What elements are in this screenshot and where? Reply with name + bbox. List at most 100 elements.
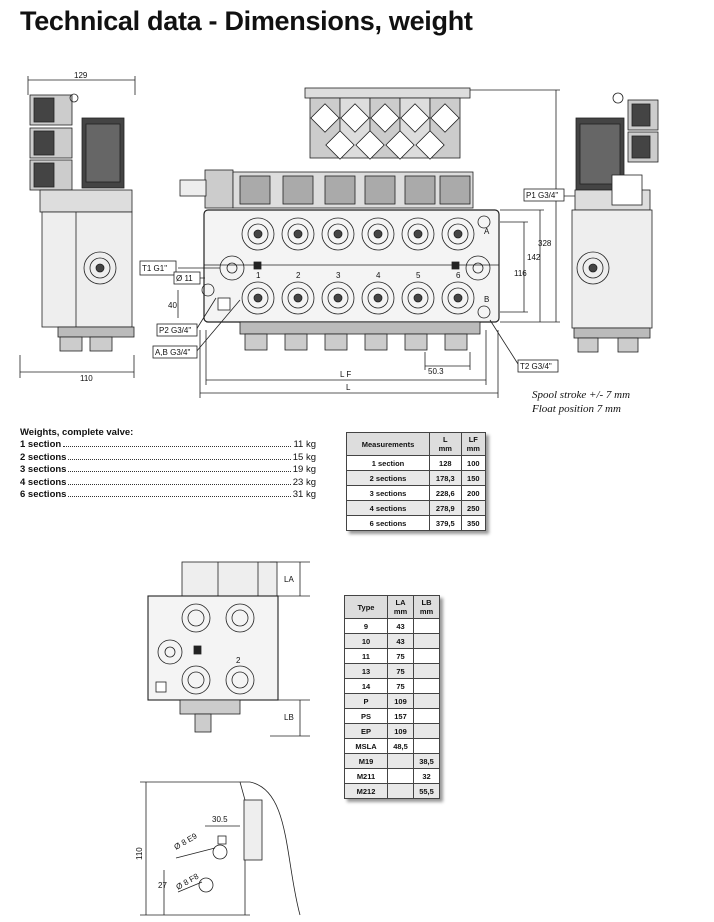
weight-label: 3 sections bbox=[20, 464, 67, 476]
table-cell: 9 bbox=[344, 618, 388, 634]
table-cell: 13 bbox=[344, 663, 388, 679]
table-cell: 43 bbox=[387, 633, 414, 649]
weight-value: 11 kg bbox=[293, 439, 316, 451]
dim-129: 129 bbox=[74, 71, 88, 80]
port-circle bbox=[361, 281, 395, 315]
port-circle bbox=[367, 223, 389, 245]
weight-value: 31 kg bbox=[292, 489, 316, 501]
page-title: Technical data - Dimensions, weight bbox=[20, 6, 473, 36]
table-cell: M211 bbox=[344, 768, 388, 784]
dim-l: L bbox=[346, 383, 351, 392]
weight-label: 1 section bbox=[20, 439, 62, 451]
port-circle bbox=[401, 281, 435, 315]
port-circle bbox=[241, 217, 275, 251]
port-circle bbox=[413, 229, 423, 239]
table-header: Measurements bbox=[346, 432, 430, 456]
table-cell bbox=[387, 783, 414, 799]
leader-dots bbox=[68, 496, 291, 498]
bottom-detail-view: 110 27 30.5 Ø 8 E9 Ø 8 F8 bbox=[135, 781, 301, 916]
label-f8: Ø 8 F8 bbox=[175, 871, 201, 891]
port-circle bbox=[253, 229, 263, 239]
dim-27: 27 bbox=[158, 881, 167, 890]
table-cell: 48,5 bbox=[387, 738, 414, 754]
section-number: 4 bbox=[376, 271, 381, 280]
table-cell: 55,5 bbox=[413, 783, 440, 799]
port-circle bbox=[321, 217, 355, 251]
port-circle bbox=[333, 293, 343, 303]
dim-40: 40 bbox=[168, 301, 177, 310]
port-circle bbox=[253, 293, 263, 303]
table-cell bbox=[413, 618, 440, 634]
port-circle bbox=[447, 223, 469, 245]
table-cell: 200 bbox=[460, 485, 487, 501]
table-cell bbox=[413, 648, 440, 664]
table-cell: 3 sections bbox=[346, 485, 430, 501]
header-text: mm bbox=[438, 444, 452, 453]
section-number: 3 bbox=[336, 271, 341, 280]
table-cell: 150 bbox=[460, 470, 487, 486]
table-cell: 128 bbox=[429, 455, 462, 471]
weights-heading: Weights, complete valve: bbox=[20, 427, 134, 438]
port-circle bbox=[367, 287, 389, 309]
dim-116: 116 bbox=[514, 269, 527, 278]
label-d11: Ø 11 bbox=[176, 274, 193, 283]
table-header: Type bbox=[344, 595, 388, 619]
port-circle bbox=[447, 287, 469, 309]
header-text: Measurements bbox=[361, 439, 415, 449]
port-circle bbox=[373, 229, 383, 239]
table-cell bbox=[387, 768, 414, 784]
port-circle bbox=[407, 287, 429, 309]
port-circle bbox=[281, 281, 315, 315]
section-detail-view: LA LB 2 bbox=[147, 561, 310, 737]
table-cell: 11 bbox=[344, 648, 388, 664]
weight-row: 3 sections 19 kg bbox=[20, 464, 316, 476]
section-number-2: 2 bbox=[236, 656, 241, 665]
spool-stroke-note: Spool stroke +/- 7 mm bbox=[532, 389, 631, 401]
table-cell: 38,5 bbox=[413, 753, 440, 769]
section-number: 2 bbox=[296, 271, 301, 280]
port-circle bbox=[241, 281, 275, 315]
header-text: L bbox=[443, 435, 448, 444]
leader-dots bbox=[68, 458, 291, 460]
port-circle bbox=[293, 293, 303, 303]
table-cell: 157 bbox=[387, 708, 414, 724]
port-circle bbox=[401, 217, 435, 251]
label-p1: P1 G3/4" bbox=[526, 191, 558, 200]
port-circle bbox=[287, 287, 309, 309]
weight-label: 2 sections bbox=[20, 451, 67, 463]
weight-row: 1 section 11 kg bbox=[20, 439, 316, 451]
weight-value: 19 kg bbox=[292, 464, 316, 476]
table-cell bbox=[413, 678, 440, 694]
table-cell bbox=[413, 723, 440, 739]
label-t1: T1 G1" bbox=[142, 264, 167, 273]
table-cell bbox=[413, 708, 440, 724]
table-cell bbox=[413, 693, 440, 709]
dim-110: 110 bbox=[80, 374, 93, 383]
table-cell: EP bbox=[344, 723, 388, 739]
port-circle bbox=[407, 223, 429, 245]
header-text: LB bbox=[421, 598, 432, 607]
table-cell: 14 bbox=[344, 678, 388, 694]
table-cell: 109 bbox=[387, 693, 414, 709]
dim-50-3: 50.3 bbox=[428, 367, 444, 376]
section-number: 6 bbox=[456, 271, 461, 280]
port-circle bbox=[453, 229, 463, 239]
table-cell: 75 bbox=[387, 648, 414, 664]
table-cell: 75 bbox=[387, 678, 414, 694]
table-cell: M19 bbox=[344, 753, 388, 769]
table-cell bbox=[387, 753, 414, 769]
port-circle bbox=[333, 229, 343, 239]
